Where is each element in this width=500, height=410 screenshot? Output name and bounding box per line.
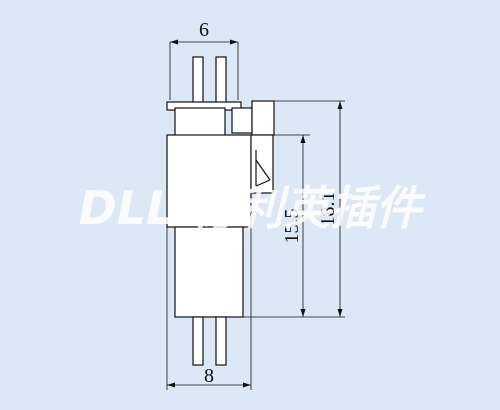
outer-height-label: 18.1	[317, 192, 339, 227]
inner-height-dimension: 15.5	[243, 134, 345, 318]
top-width-label: 6	[199, 19, 209, 41]
outer-height-dimension: 18.1	[274, 100, 345, 317]
top-pins	[192, 56, 227, 108]
connector-head	[166, 100, 275, 139]
watermark-logo: DLL 德利英插件	[79, 181, 427, 235]
bottom-width-label: 8	[204, 365, 214, 387]
inner-height-label: 15.5	[281, 209, 303, 244]
latch	[250, 134, 274, 194]
bottom-pins	[192, 316, 227, 366]
connector-body-upper	[166, 134, 252, 228]
top-width-dimension: 6	[169, 19, 239, 100]
bottom-width-dimension: 8	[166, 193, 252, 390]
connector-body-lower	[174, 226, 244, 318]
